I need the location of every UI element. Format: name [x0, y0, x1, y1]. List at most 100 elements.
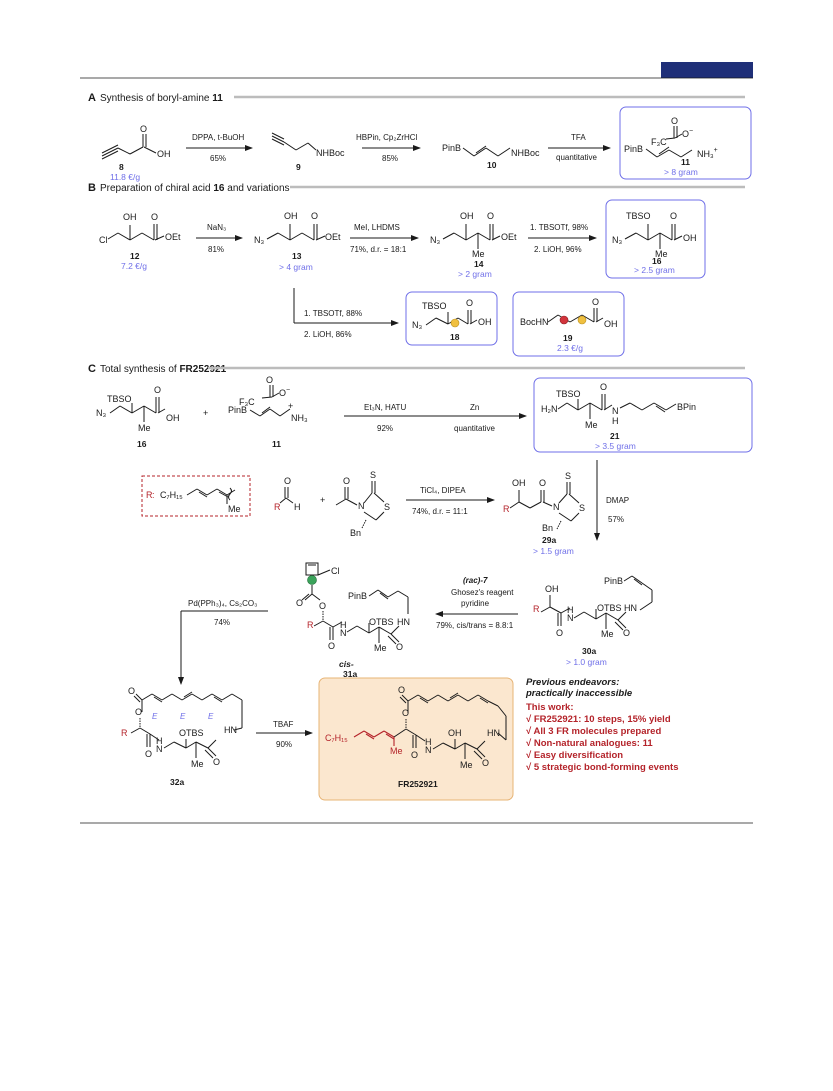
svg-text:O: O [311, 211, 318, 221]
svg-text:OH: OH [683, 233, 697, 243]
svg-text:N: N [425, 745, 432, 755]
svg-text:> 2 gram: > 2 gram [458, 269, 492, 279]
svg-text:PinB: PinB [604, 576, 623, 586]
svg-text:PinB: PinB [348, 591, 367, 601]
svg-text:9: 9 [296, 162, 301, 172]
arrow-b1: NaN₃ 81% [196, 223, 243, 254]
svg-text:32a: 32a [170, 777, 184, 787]
arrow-c1: Et₃N, HATU 92% Zn quantitative [344, 403, 527, 433]
summary-item-4: √ 5 strategic bond-forming events [526, 762, 679, 773]
svg-text:Me: Me [585, 420, 598, 430]
svg-text:C₇H₁₅: C₇H₁₅ [160, 490, 183, 500]
svg-text:OH: OH [166, 413, 180, 423]
svg-text:> 1.5 gram: > 1.5 gram [533, 546, 574, 556]
svg-text:E: E [208, 712, 214, 721]
svg-text:H₂N: H₂N [541, 404, 558, 414]
svg-text:Me: Me [138, 423, 151, 433]
svg-text:NHBoc: NHBoc [511, 148, 540, 158]
plus-sign: + [203, 408, 208, 418]
arrow-a3: TFA quantitative [548, 133, 611, 162]
svg-text:H: H [294, 502, 301, 512]
svg-text::: : [152, 490, 155, 500]
svg-text:F₃C: F₃C [651, 137, 667, 147]
arrow-c6: Pd(PPh₃)₄, Cs₂CO₃ 74% [178, 599, 268, 685]
previous-line-1: Previous endeavors: [526, 677, 619, 688]
summary-item-0: √ FR252921: 10 steps, 15% yield [526, 714, 671, 725]
svg-text:O: O [623, 628, 630, 638]
aldehyde: O R H [274, 476, 301, 512]
svg-text:O: O [154, 385, 161, 395]
svg-text:C₇H₁₅: C₇H₁₅ [325, 733, 348, 743]
this-work-heading: This work: [526, 702, 574, 713]
svg-text:O: O [135, 707, 142, 717]
green-dot [307, 575, 317, 585]
compound-16-box: TBSO N₃ Me O OH 16 > 2.5 gram [605, 199, 706, 279]
svg-text:DMAP: DMAP [606, 496, 629, 505]
svg-text:N₃: N₃ [430, 235, 440, 245]
svg-text:pyridine: pyridine [461, 599, 490, 608]
svg-text:2. LiOH, 96%: 2. LiOH, 96% [534, 245, 582, 254]
compound-8: O OH 8 11.8 €/g [101, 124, 171, 182]
svg-text:O: O [396, 642, 403, 652]
svg-text:NH₃: NH₃ [291, 413, 308, 423]
svg-text:Bn: Bn [350, 528, 361, 538]
arrow-c4: DMAP 57% [594, 460, 629, 541]
svg-text:TBSO: TBSO [626, 211, 651, 221]
svg-text:N: N [358, 501, 365, 511]
svg-text:21: 21 [610, 431, 620, 441]
svg-text:N: N [553, 502, 560, 512]
svg-text:TBSO: TBSO [422, 301, 447, 311]
svg-text:18: 18 [450, 332, 460, 342]
arrow-b4: 1. TBSOTf, 88% 2. LiOH, 86% [293, 288, 399, 339]
summary-item-1: √ All 3 FR molecules prepared [526, 726, 661, 737]
svg-text:O: O [151, 212, 158, 222]
compound-18-box: TBSO N₃ O OH 18 [405, 291, 498, 346]
svg-text:HN: HN [224, 725, 237, 735]
svg-text:> 2.5 gram: > 2.5 gram [634, 265, 675, 275]
arrow-b3: 1. TBSOTf, 98% 2. LiOH, 96% [528, 223, 597, 254]
svg-text:OH: OH [284, 211, 298, 221]
svg-text:R: R [503, 504, 510, 514]
svg-text:Zn: Zn [470, 403, 479, 412]
svg-text:DPPA, t-BuOH: DPPA, t-BuOH [192, 133, 245, 142]
svg-text:OH: OH [448, 728, 462, 738]
svg-text:NaN₃: NaN₃ [207, 223, 226, 232]
compound-13: N₃ OH O OEt 13 > 4 gram [254, 211, 341, 272]
compound-11-c: O O− F₃C PinB + NH₃ 11 [228, 375, 308, 449]
svg-text:N₃: N₃ [254, 235, 264, 245]
summary-item-3: √ Easy diversification [526, 750, 623, 761]
compound-9: NHBoc 9 [271, 132, 345, 172]
yellow-dot [450, 318, 460, 328]
svg-text:> 1.0 gram: > 1.0 gram [566, 657, 607, 667]
svg-text:O: O [671, 116, 678, 126]
note-8: 11.8 €/g [110, 172, 140, 182]
svg-text:BPin: BPin [677, 402, 696, 412]
svg-text:H: H [156, 736, 163, 746]
svg-text:O: O [539, 478, 546, 488]
arrow-b2: MeI, LHDMS 71%, d.r. = 18:1 [350, 223, 419, 254]
compound-10: PinB NHBoc 10 [442, 143, 540, 170]
svg-text:> 4 gram: > 4 gram [279, 262, 313, 272]
svg-text:O: O [482, 758, 489, 768]
summary-item-2: √ Non-natural analogues: 11 [526, 738, 653, 749]
svg-text:O: O [328, 641, 335, 651]
svg-text:> 8 gram: > 8 gram [664, 167, 698, 177]
svg-text:11: 11 [272, 439, 281, 449]
svg-text:12: 12 [130, 251, 140, 261]
svg-text:TBSO: TBSO [556, 389, 581, 399]
svg-text:14: 14 [474, 259, 484, 269]
svg-text:O−: O− [279, 387, 290, 398]
compound-32a: O E E E O R O H N OTBS [121, 686, 243, 787]
svg-text:31a: 31a [343, 669, 357, 679]
svg-text:O−: O− [682, 128, 693, 139]
compound-11-box: O O− F₃C PinB NH₃+ 11 > 8 gram [619, 106, 752, 180]
svg-text:1. TBSOTf, 98%: 1. TBSOTf, 98% [530, 223, 588, 232]
svg-text:> 3.5 gram: > 3.5 gram [595, 441, 636, 451]
svg-text:O: O [592, 297, 599, 307]
arrow-c5: (rac)-7 Ghosez's reagent pyridine 79%, c… [435, 576, 518, 630]
r-definition-box: R : C₇H₁₅ Me [141, 475, 251, 517]
svg-text:S: S [579, 503, 585, 513]
svg-text:OH: OH [545, 584, 559, 594]
svg-text:cis-: cis- [339, 659, 354, 669]
